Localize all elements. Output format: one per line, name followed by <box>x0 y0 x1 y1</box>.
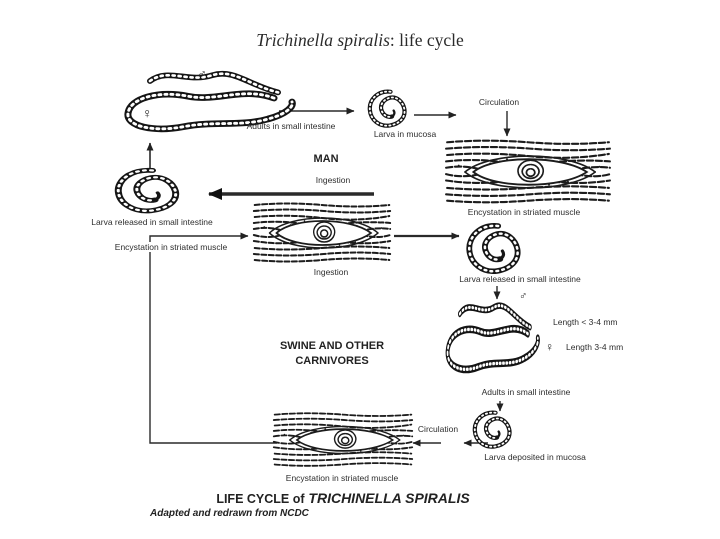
label-host-swine-line1: SWINE AND OTHER <box>279 340 385 352</box>
label-larva-in-mucosa: Larva in mucosa <box>373 129 437 139</box>
label-host-swine: SWINE AND OTHER CARNIVORES <box>280 339 384 369</box>
male-symbol-icon: ♂ <box>519 290 528 302</box>
label-encystation-man: Encystation in striated muscle <box>467 207 581 217</box>
page-title: Trichinella spiralis: life cycle <box>0 30 720 51</box>
label-encystation-swine: Encystation in striated muscle <box>285 473 399 483</box>
striated-muscle-right-illustration <box>445 139 611 204</box>
footer-caption-species: TRICHINELLA SPIRALIS <box>304 490 470 506</box>
label-circulation-swine: Circulation <box>417 424 459 434</box>
label-ingestion-man: Ingestion <box>315 175 351 185</box>
label-larva-released-man: Larva released in small intestine <box>89 217 215 227</box>
title-suffix: : life cycle <box>389 30 464 50</box>
label-adults-small-intestine-swine: Adults in small intestine <box>481 387 571 397</box>
label-male-length: Length < 3-4 mm <box>553 317 618 327</box>
footer-credit: Adapted and redrawn from NCDC <box>150 508 309 519</box>
larva-in-mucosa-illustration <box>366 88 412 130</box>
footer-caption-prefix: LIFE CYCLE of <box>216 492 305 506</box>
label-larva-released-swine: Larva released in small intestine <box>457 274 583 284</box>
footer-caption: LIFE CYCLE of TRICHINELLA SPIRALIS <box>216 490 469 506</box>
label-female-length: Length 3-4 mm <box>566 342 624 352</box>
striated-muscle-center-illustration <box>252 202 392 263</box>
male-symbol-icon: ♂ <box>197 66 207 81</box>
label-ingestion-swine: Ingestion <box>313 267 349 277</box>
larva-deposited-illustration <box>471 409 517 451</box>
larva-released-swine-illustration <box>464 221 528 277</box>
title-species-name: Trichinella spiralis <box>256 30 390 50</box>
label-larva-deposited: Larva deposited in mucosa <box>484 452 586 462</box>
striated-muscle-bottom-illustration <box>272 412 414 467</box>
adult-worms-swine-illustration <box>441 292 551 380</box>
label-adults-small-intestine-man: Adults in small intestine <box>246 121 336 131</box>
label-host-swine-line2: CARNIVORES <box>295 355 369 367</box>
female-symbol-icon: ♀ <box>142 105 153 121</box>
larva-released-man-illustration <box>112 166 188 216</box>
female-symbol-icon: ♀ <box>545 340 554 354</box>
label-encystation-left: Encystation in striated muscle <box>112 242 230 252</box>
label-host-man: MAN <box>313 153 339 165</box>
label-circulation-man: Circulation <box>478 97 520 107</box>
